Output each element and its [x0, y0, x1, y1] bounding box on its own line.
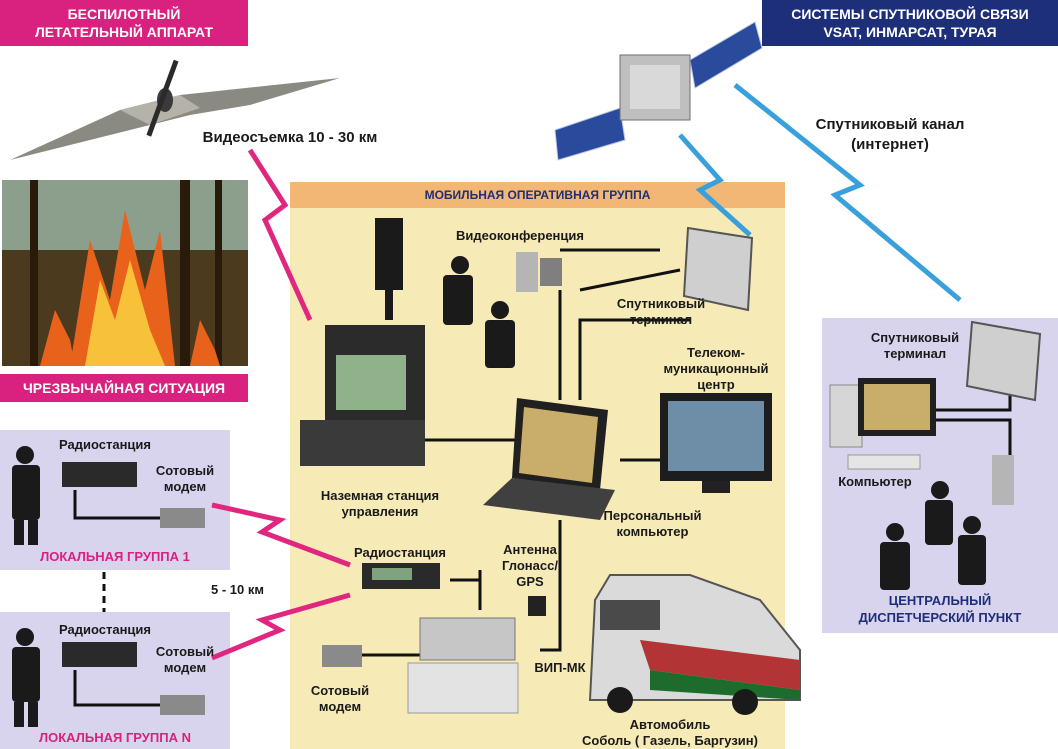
satellite-systems-banner: СИСТЕМЫ СПУТНИКОВОЙ СВЯЗИ VSAT, ИНМАРСАТ… — [762, 0, 1058, 46]
dispatch-camera-image — [992, 455, 1014, 505]
local-n-person-image — [12, 628, 40, 727]
video-range-label: Видеосъемка 10 - 30 км — [202, 129, 378, 146]
local-1-wire — [73, 490, 160, 520]
uav-drone-image — [10, 59, 340, 160]
emergency-banner: ЧРЕЗВЫЧАЙНАЯ СИТУАЦИЯ — [0, 374, 248, 402]
local-1-title: ЛОКАЛЬНАЯ ГРУППА 1 — [40, 549, 190, 564]
vehicle-label: Автомобиль Соболь ( Газель, Баргузин) — [582, 717, 758, 748]
local-1-radio-label: Радиостанция — [59, 437, 151, 452]
dispatch-title: ЦЕНТРАЛЬНЫЙ ДИСПЕТЧЕРСКИЙ ПУНКТ — [858, 593, 1022, 625]
uav-link-lightning — [247, 148, 313, 322]
local-n-title: ЛОКАЛЬНАЯ ГРУППА N — [39, 730, 191, 745]
mobile-group-wires — [360, 248, 690, 657]
sat-mobile-lightning — [678, 133, 752, 237]
sat-terminal-dispatch-label: Спутниковый терминал — [870, 330, 960, 361]
sat-terminal-mobile-label: Спутниковый терминал — [616, 296, 706, 327]
antenna-label: Антенна Глонасс/ GPS — [502, 542, 558, 589]
video-camera-image — [516, 252, 562, 292]
local-1-person-image — [12, 446, 40, 545]
local-1-radio-image — [62, 462, 137, 487]
radio-center-image — [362, 563, 440, 589]
uav-banner: БЕСПИЛОТНЫЙ ЛЕТАТЕЛЬНЫЙ АППАРАТ — [0, 0, 248, 46]
dispatch-computer-image — [829, 378, 936, 470]
computer-label: Компьютер — [838, 474, 912, 489]
local-n-radio-image — [62, 642, 137, 667]
satellite-image — [554, 21, 763, 161]
cell-modem-center-image — [322, 645, 362, 667]
local-n-lightning — [211, 592, 351, 661]
telecom-center-label: Телеком- муникационный центр — [663, 345, 769, 392]
sat-channel-label: Спутниковый канал (интернет) — [815, 116, 965, 153]
range-local-label: 5 - 10 км — [211, 582, 264, 597]
telecom-monitor-image — [660, 393, 772, 493]
forest-fire-image — [2, 180, 248, 366]
ground-station-label: Наземная станция управления — [320, 488, 440, 519]
videoconf-label: Видеоконференция — [456, 228, 584, 243]
videoconf-people-image — [443, 256, 515, 368]
local-n-modem-label: Сотовый модем — [155, 644, 215, 675]
cell-modem-center-label: Сотовый модем — [310, 683, 370, 714]
sat-dispatch-lightning — [733, 83, 962, 302]
local-n-radio-label: Радиостанция — [59, 622, 151, 637]
dispatch-sat-terminal-image — [965, 320, 1042, 402]
dispatch-people-image — [880, 481, 986, 590]
pc-label: Персональный компьютер — [603, 508, 702, 539]
mobile-group-title: МОБИЛЬНАЯ ОПЕРАТИВНАЯ ГРУППА — [424, 188, 651, 202]
radio-center-label: Радиостанция — [354, 545, 446, 560]
local-1-modem-label: Сотовый модем — [155, 463, 215, 494]
vip-mk-label: ВИП-МК — [534, 660, 586, 675]
ground-station-image — [300, 218, 425, 466]
local-1-modem-image — [160, 508, 205, 528]
vehicle-image — [588, 574, 801, 715]
laptop-pc-image — [483, 398, 615, 520]
local-n-modem-image — [160, 695, 205, 715]
local-1-lightning — [211, 502, 351, 568]
local-n-wire — [73, 670, 160, 707]
vip-mk-image — [407, 617, 519, 714]
sat-terminal-mobile-image — [682, 226, 754, 312]
antenna-image — [528, 596, 546, 616]
